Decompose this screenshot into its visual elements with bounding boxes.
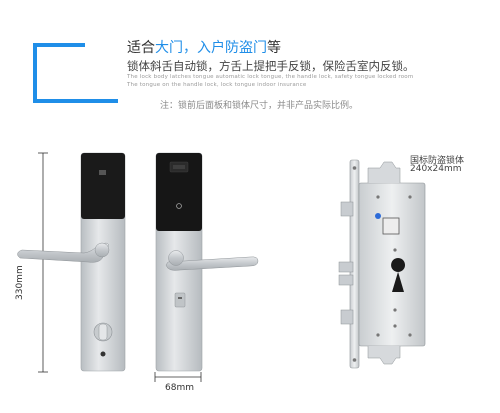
english-line-1: The lock body latches tongue automatic l… (127, 74, 414, 80)
page-subtitle: 锁体斜舌自动锁，方舌上提把手反锁，保险舌室内反锁。 (127, 59, 415, 73)
mortise-lock-body (338, 159, 426, 369)
title-highlight: 大门，入户防盗门 (155, 40, 267, 56)
header-bracket (33, 43, 85, 103)
front-panel (155, 152, 259, 372)
width-dimension-line (154, 372, 202, 382)
width-dimension-label: 68mm (165, 383, 194, 393)
page-title: 适合大门，入户防盗门等 (127, 37, 281, 57)
proportion-note: 注：锁前后面板和锁体尺寸，并非产品实际比例。 (160, 101, 359, 111)
lock-body-size: 240x24mm (410, 164, 462, 174)
lock-body-label: 国标防盗锁体 (410, 156, 465, 166)
height-dimension-label: 330mm (15, 265, 25, 300)
height-dimension-line (38, 152, 48, 373)
title-suffix: 等 (267, 40, 281, 56)
title-prefix: 适合 (127, 40, 155, 56)
back-panel (17, 152, 126, 372)
english-line-2: The tongue on the handle lock, lock tong… (127, 82, 307, 88)
header-bracket-tick (82, 99, 118, 103)
